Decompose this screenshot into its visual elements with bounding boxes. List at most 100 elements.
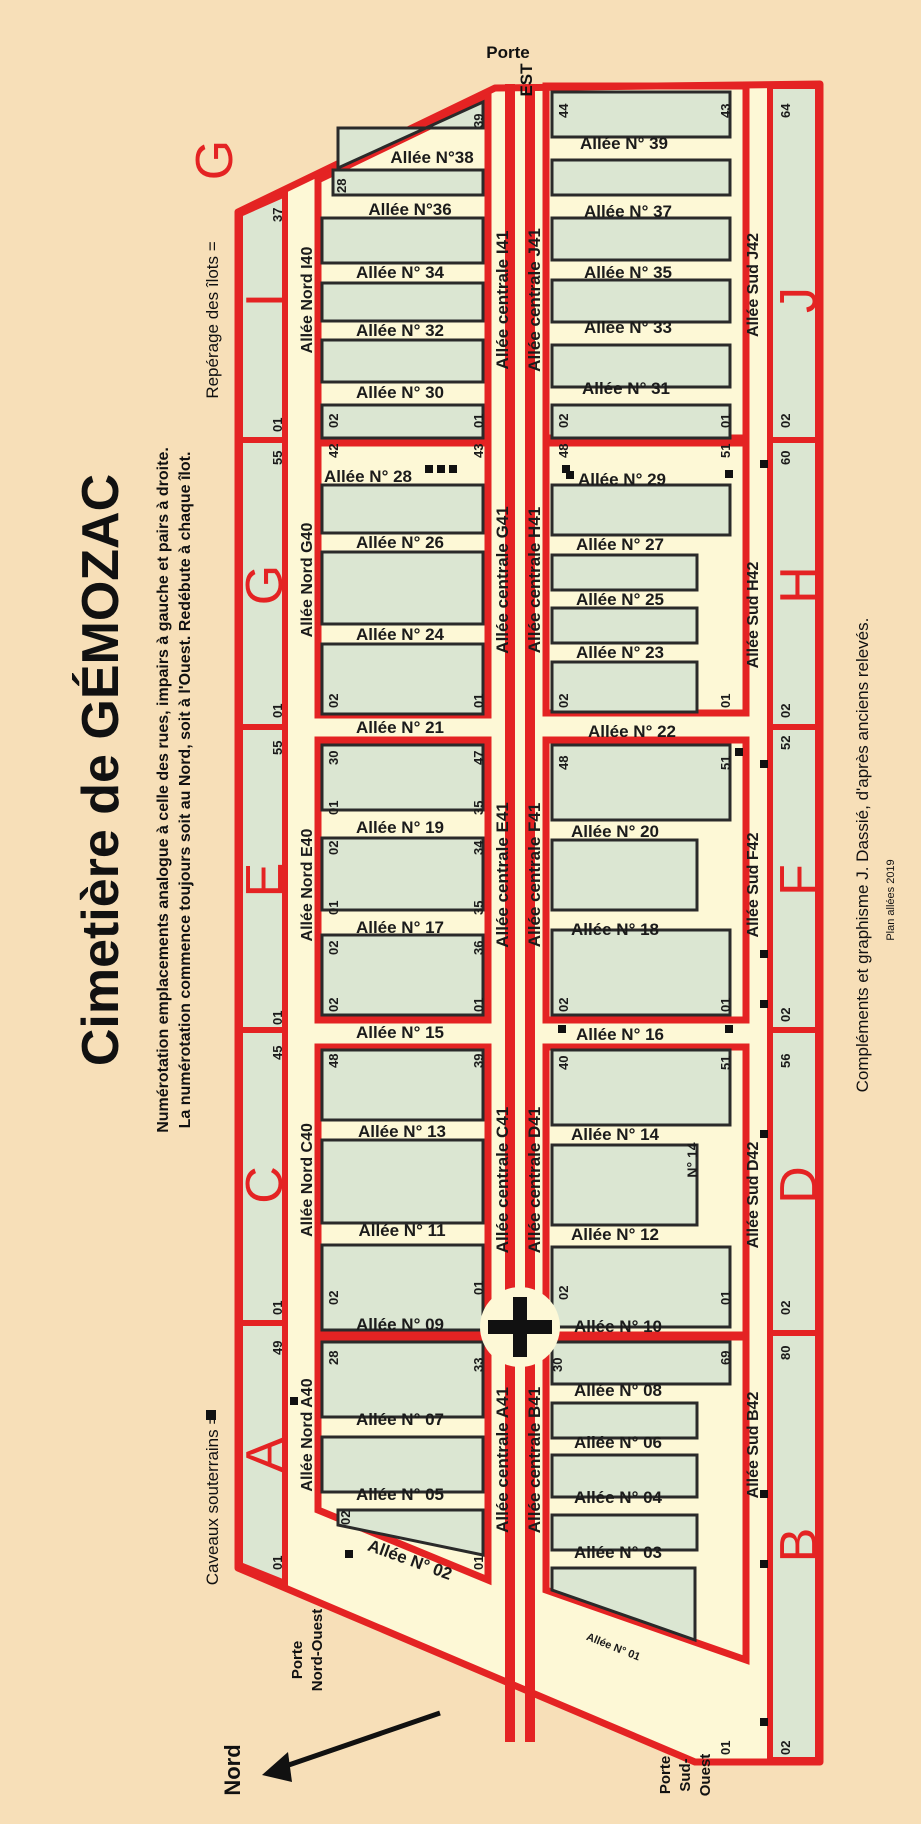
- num-33: 33: [471, 1358, 486, 1372]
- allee-10: Allée N° 10: [574, 1317, 662, 1336]
- gate-sud-ouest-line3: Ouest: [697, 1754, 714, 1797]
- num-02: 02: [326, 414, 341, 428]
- plan-note: Plan allées 2019: [885, 859, 897, 940]
- allee-centrale-j41: Allée centrale J41: [525, 228, 544, 372]
- num-01: 01: [270, 1556, 285, 1570]
- allee-06: Allée N° 06: [574, 1433, 662, 1452]
- allee-nord-g40: Allée Nord G40: [299, 523, 316, 638]
- allee-sud-j42: Allée Sud J42: [745, 233, 762, 337]
- allee-24: Allée N° 24: [356, 625, 445, 644]
- allee-13: Allée N° 13: [358, 1122, 446, 1141]
- num-28: 28: [334, 179, 349, 193]
- allee-centrale-f41: Allée centrale F41: [525, 803, 544, 948]
- allee-sud-h42: Allée Sud H42: [745, 562, 762, 669]
- central-alley-lines: [505, 84, 535, 1742]
- allee-12: Allée N° 12: [571, 1225, 659, 1244]
- num-01: 01: [270, 1011, 285, 1025]
- num-02: 02: [778, 1008, 793, 1022]
- allee-30: Allée N° 30: [356, 383, 444, 402]
- ilot-a-strip: [237, 1320, 288, 1588]
- allee-centrale-a41: Allée centrale A41: [493, 1387, 512, 1533]
- num-64: 64: [778, 103, 793, 118]
- num-01: 01: [326, 901, 341, 915]
- gate-nord-ouest-line1: Porte: [289, 1641, 306, 1679]
- num-02: 02: [326, 841, 341, 855]
- num-01: 01: [471, 694, 486, 708]
- allee-14-vertical: N° 14: [684, 1142, 700, 1177]
- allee-08: Allée N° 08: [574, 1381, 662, 1400]
- ilot-letter-d: D: [770, 1166, 828, 1204]
- credits: Compléments et graphisme J. Dassié, d'ap…: [853, 618, 872, 1093]
- gate-nord-ouest-line2: Nord-Ouest: [309, 1609, 326, 1692]
- allee-sud-d42: Allée Sud D42: [745, 1142, 762, 1249]
- block-f-frame: [542, 736, 750, 1024]
- allee-nord-e40: Allée Nord E40: [299, 828, 316, 941]
- num-52: 52: [778, 736, 793, 750]
- allee-33: Allée N° 33: [584, 318, 672, 337]
- block-a-frame: [314, 1331, 492, 1586]
- allee-39: Allée N° 39: [580, 134, 668, 153]
- side-alley-labels: Allée Nord A40 Allée Nord C40 Allée Nord…: [299, 233, 762, 1498]
- num-34: 34: [471, 840, 486, 855]
- ilot-letter-i: I: [236, 293, 294, 307]
- allee-sud-b42: Allée Sud B42: [745, 1392, 762, 1499]
- allee-26: Allée N° 26: [356, 533, 444, 552]
- num-02: 02: [326, 998, 341, 1012]
- allee-35: Allée N° 35: [584, 263, 672, 282]
- num-01: 01: [718, 1741, 733, 1755]
- num-42: 42: [326, 444, 341, 458]
- legend-caveaux-label: Caveaux souterrains =: [203, 1415, 222, 1586]
- num-30: 30: [326, 751, 341, 765]
- num-39: 39: [471, 1054, 486, 1068]
- num-01: 01: [326, 801, 341, 815]
- legend-caveau-icon: [206, 1410, 216, 1420]
- num-02: 02: [778, 1741, 793, 1755]
- north-label: Nord: [220, 1744, 245, 1795]
- num-02: 02: [778, 414, 793, 428]
- num-01: 01: [471, 1281, 486, 1295]
- num-55: 55: [270, 741, 285, 755]
- legend-ilots-label: Repérage des îlots =: [203, 241, 222, 398]
- north-strips: [237, 189, 288, 1588]
- subtitle-line-2: La numérotation commence toujours soit a…: [177, 452, 194, 1129]
- ilot-letter-e: E: [236, 863, 294, 898]
- allee-sud-f42: Allée Sud F42: [745, 832, 762, 937]
- allee-04: Allée N° 04: [574, 1488, 663, 1507]
- num-55: 55: [270, 451, 285, 465]
- ilot-j-strip: [767, 83, 821, 443]
- allee-14: Allée N° 14: [571, 1125, 660, 1144]
- allee-36: Allée N°36: [368, 200, 451, 219]
- allee-09: Allée N° 09: [356, 1315, 444, 1334]
- ilot-letter-h: H: [770, 566, 828, 604]
- allee-centrale-d41: Allée centrale D41: [525, 1107, 544, 1253]
- allee-25: Allée N° 25: [576, 590, 664, 609]
- num-40: 40: [556, 1056, 571, 1070]
- allee-nord-a40: Allée Nord A40: [299, 1378, 316, 1491]
- num-01: 01: [471, 998, 486, 1012]
- block-b-frame: [542, 1331, 750, 1665]
- num-01: 01: [718, 694, 733, 708]
- allee-21: Allée N° 21: [356, 718, 444, 737]
- ilot-letter-g: G: [236, 565, 294, 605]
- allee-centrale-i41: Allée centrale I41: [493, 231, 512, 370]
- num-37: 37: [270, 208, 285, 222]
- ilot-d-strip: [767, 1027, 821, 1336]
- num-43: 43: [471, 444, 486, 458]
- num-02: 02: [556, 414, 571, 428]
- ilot-i-strip: [237, 189, 288, 443]
- num-02: 02: [778, 704, 793, 718]
- num-51: 51: [718, 444, 733, 458]
- num-01: 01: [471, 414, 486, 428]
- num-60: 60: [778, 451, 793, 465]
- caveau-markers: [290, 460, 768, 1726]
- allee-27: Allée N° 27: [576, 535, 664, 554]
- num-01: 01: [270, 1301, 285, 1315]
- num-48: 48: [556, 444, 571, 458]
- allee-16: Allée N° 16: [576, 1025, 664, 1044]
- transversal-alley-labels: Allée N° 01 Allée N° 02 Allée N° 03 Allé…: [324, 134, 700, 1663]
- num-56: 56: [778, 1054, 793, 1068]
- ilot-letter-b: B: [770, 1528, 828, 1563]
- allee-nord-i40: Allée Nord I40: [299, 247, 316, 354]
- allee-23: Allée N° 23: [576, 643, 664, 662]
